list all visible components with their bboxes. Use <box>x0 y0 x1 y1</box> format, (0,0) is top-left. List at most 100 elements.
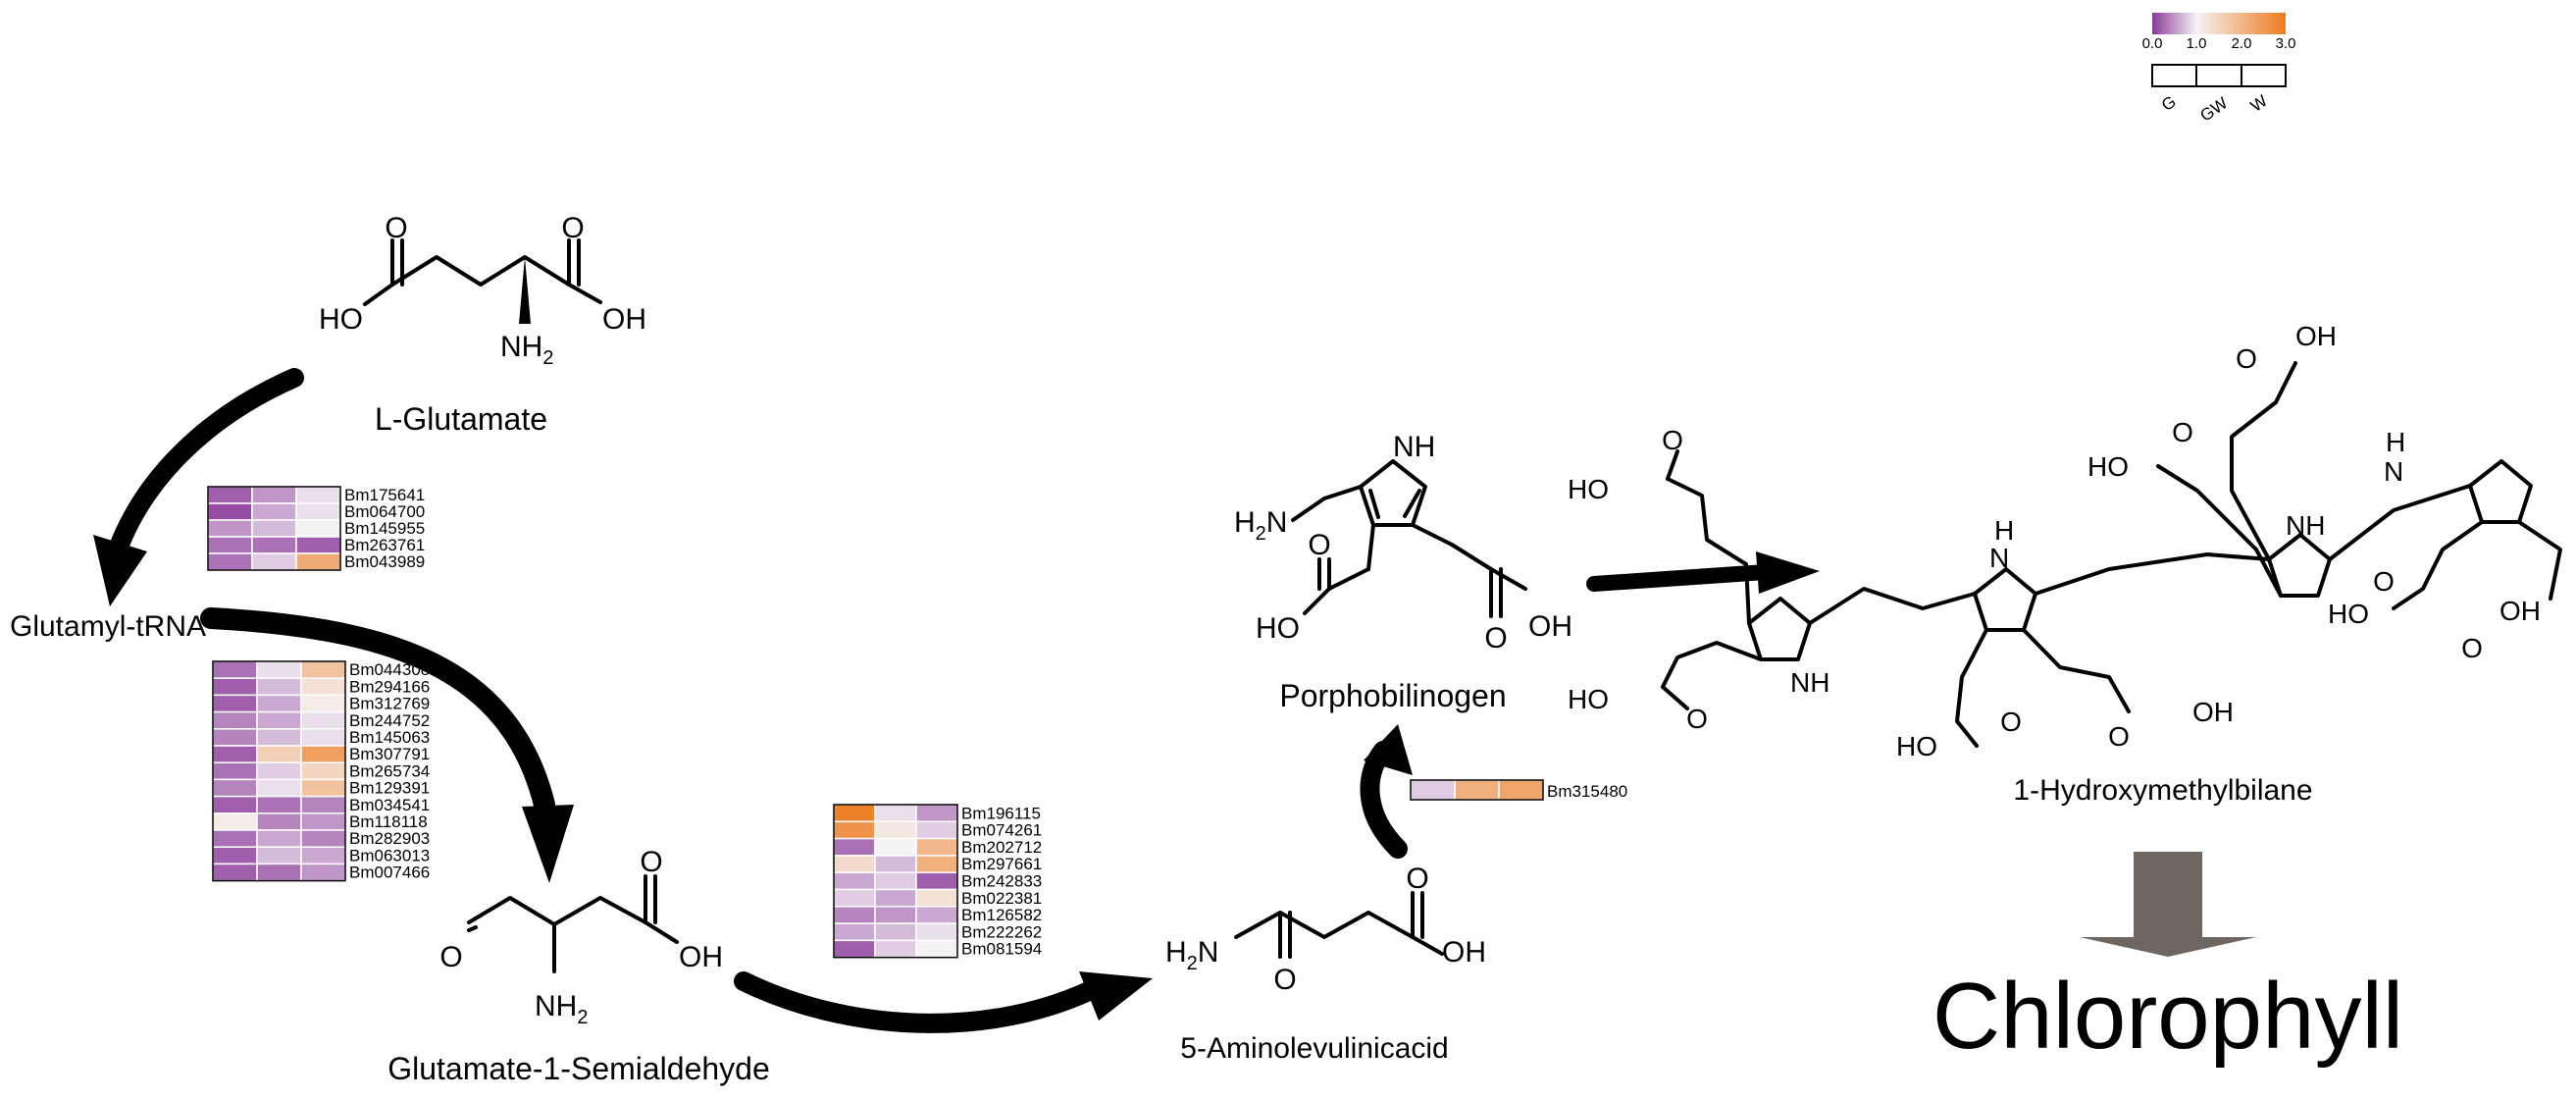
heatmap-cell <box>833 837 876 857</box>
heatmap-cell <box>251 552 297 571</box>
heatmap-cell <box>300 795 346 814</box>
arrowhead <box>522 805 574 883</box>
legend-tick: 3.0 <box>2276 35 2296 52</box>
heatmap-cell <box>207 486 253 504</box>
5-aminolevulinic-acid-structure: H2N O O OH <box>1165 863 1486 996</box>
l-glutamate-structure: O HO O OH NH2 <box>319 212 646 369</box>
gene-id-label: Bm044308 <box>349 660 430 679</box>
heatmap-cell <box>300 710 346 730</box>
gene-id-label: Bm007466 <box>349 864 430 882</box>
arrow-glutamate-to-trna <box>108 368 304 559</box>
compound-label-glutamate-1-semialdehyde: Glutamate-1-Semialdehyde <box>387 1051 770 1086</box>
atom-label: O <box>439 941 462 973</box>
heatmap-cell <box>256 677 302 697</box>
atom-label: OH <box>679 941 723 973</box>
heatmap-cell <box>256 778 302 798</box>
atom-label: HO <box>1896 731 1937 761</box>
atom-label: O <box>1662 425 1683 455</box>
heatmap-cell <box>1410 779 1456 801</box>
heatmap-cell <box>256 710 302 730</box>
atom-label: H2N <box>1165 936 1218 974</box>
heatmap-frame <box>207 486 341 571</box>
heatmap-cell <box>256 660 302 679</box>
heatmap-ala-to-pbg: Bm315480 <box>1410 779 1627 801</box>
heatmap-cell <box>833 888 876 908</box>
atom-label: HO <box>1256 612 1300 645</box>
heatmap-cell <box>300 846 346 865</box>
arrowhead <box>1756 551 1820 594</box>
gene-id-label: Bm244752 <box>349 711 430 730</box>
heatmap-cell <box>212 710 258 730</box>
heatmap-cell <box>212 778 258 798</box>
heatmap-cell <box>212 761 258 781</box>
gene-id-label: Bm034541 <box>349 796 430 814</box>
heatmap-cell <box>915 837 958 857</box>
heatmap-cell <box>874 922 917 942</box>
heatmap-cell <box>207 552 253 571</box>
gene-id-label: Bm064700 <box>344 502 425 521</box>
heatmap-cell <box>251 536 297 554</box>
heatmap-cell <box>833 820 876 840</box>
heatmap-cell <box>300 677 346 697</box>
heatmap-cell <box>212 863 258 882</box>
atom-label: O <box>2373 566 2395 597</box>
heatmap-cell <box>207 519 253 538</box>
atom-label: O <box>2236 343 2257 374</box>
gene-id-label: Bm297661 <box>961 855 1042 873</box>
atom-label: N <box>2384 456 2403 487</box>
atom-label: N <box>1989 543 2009 573</box>
heatmap-frame <box>212 660 346 882</box>
arrowhead <box>1079 971 1153 1021</box>
atom-label: OH <box>602 303 646 336</box>
heatmap-cell <box>212 677 258 697</box>
heatmap-cell <box>300 761 346 781</box>
atom-label: NH2 <box>500 331 553 369</box>
color-legend: 0.0 1.0 2.0 3.0 G GW W <box>2142 13 2296 126</box>
heatmap-cell <box>256 846 302 865</box>
atom-label: HO <box>1568 684 1609 714</box>
gene-id-label: Bm129391 <box>349 779 430 798</box>
atom-label: O <box>1273 964 1296 996</box>
atom-label: O <box>1308 529 1330 561</box>
heatmap-cell <box>915 922 958 942</box>
heatmap-cell <box>256 795 302 814</box>
gene-id-label: Bm265734 <box>349 761 430 780</box>
heatmap-cell <box>212 660 258 679</box>
gene-id-label: Bm242833 <box>961 872 1042 891</box>
heatmap-cell <box>833 855 876 873</box>
arrow-trna-to-gsa <box>200 607 555 815</box>
heatmap-cell <box>1498 779 1544 801</box>
arrow-gsa-to-ala <box>734 971 1099 1033</box>
heatmap-cell <box>833 939 876 959</box>
legend-column-label: W <box>2247 91 2271 116</box>
compound-label-chlorophyll: Chlorophyll <box>1932 964 2403 1069</box>
atom-label: HO <box>2087 451 2129 482</box>
heatmap-cell <box>300 660 346 679</box>
compound-label-l-glutamate: L-Glutamate <box>375 401 547 437</box>
heatmap-cell <box>212 829 258 848</box>
heatmap-cell <box>300 728 346 747</box>
heatmap-cell <box>1454 779 1500 801</box>
heatmap-cell <box>212 795 258 814</box>
gene-id-label: Bm294166 <box>349 677 430 696</box>
atom-label: O <box>2000 707 2022 737</box>
heatmap-cell <box>256 694 302 713</box>
atom-label: H <box>2386 427 2405 457</box>
heatmap-cell <box>874 939 917 959</box>
heatmap-cell <box>915 871 958 891</box>
atom-label: NH2 <box>535 990 588 1028</box>
heatmap-cell <box>212 846 258 865</box>
atom-label: O <box>1686 704 1708 734</box>
heatmap-cell <box>833 804 876 823</box>
atom-label: O <box>1484 622 1507 655</box>
atom-label: O <box>385 212 407 244</box>
heatmap-cell <box>212 812 258 831</box>
compound-label-glutamyl-trna: Glutamyl-tRNA <box>10 610 206 643</box>
gene-id-label: Bm312769 <box>349 695 430 713</box>
gene-id-label: Bm202712 <box>961 838 1042 857</box>
gene-id-label: Bm063013 <box>349 846 430 864</box>
atom-label: O <box>640 846 662 878</box>
heatmap-cell <box>256 761 302 781</box>
arrow-hmb-to-chlorophyll-shaft <box>2134 852 2202 940</box>
